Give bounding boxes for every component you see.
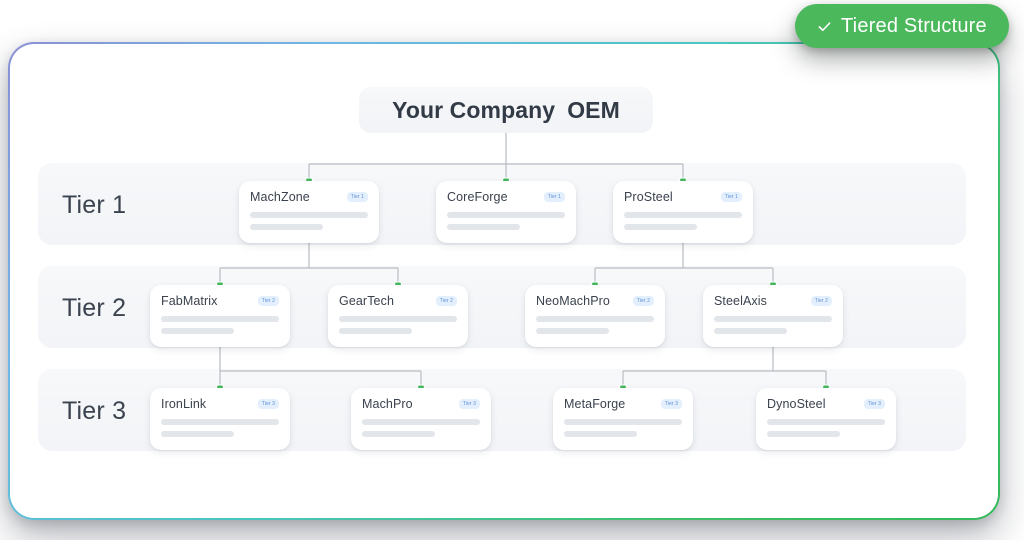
placeholder-bar [161, 431, 235, 437]
placeholder-bar [714, 316, 832, 322]
root-node[interactable]: Your Company OEM [359, 87, 653, 133]
card-metaforge-name: MetaForge [564, 397, 626, 411]
card-dynosteel[interactable]: DynoSteel Tier 3 [756, 388, 896, 450]
card-machpro-name: MachPro [362, 397, 413, 411]
card-steelaxis-tier-tag: Tier 2 [810, 296, 832, 306]
tier-2-label: Tier 2 [62, 294, 127, 322]
card-machzone-tier-tag: Tier 1 [346, 192, 368, 202]
card-dynosteel-tier-tag: Tier 3 [863, 399, 885, 409]
card-fabmatrix-tier-tag: Tier 2 [257, 296, 279, 306]
placeholder-bar [536, 328, 610, 334]
card-metaforge[interactable]: MetaForge Tier 3 [553, 388, 693, 450]
placeholder-bar [624, 212, 742, 218]
placeholder-bar [362, 431, 436, 437]
card-coreforge[interactable]: CoreForge Tier 1 [436, 181, 576, 243]
card-geartech[interactable]: GearTech Tier 2 [328, 285, 468, 347]
check-icon [818, 21, 831, 31]
card-coreforge-name: CoreForge [447, 190, 508, 204]
card-geartech-name: GearTech [339, 294, 394, 308]
placeholder-bar [362, 419, 480, 425]
card-steelaxis-name: SteelAxis [714, 294, 768, 308]
card-prosteel-name: ProSteel [624, 190, 673, 204]
card-fabmatrix-name: FabMatrix [161, 294, 218, 308]
card-dynosteel-name: DynoSteel [767, 397, 826, 411]
card-coreforge-tier-tag: Tier 1 [543, 192, 565, 202]
tier-1-label: Tier 1 [62, 191, 127, 219]
placeholder-bar [536, 316, 654, 322]
card-machzone-name: MachZone [250, 190, 310, 204]
card-machpro[interactable]: MachPro Tier 3 [351, 388, 491, 450]
placeholder-bar [447, 224, 521, 230]
placeholder-bar [250, 224, 324, 230]
card-ironlink-tier-tag: Tier 3 [257, 399, 279, 409]
tier-3-label: Tier 3 [62, 397, 127, 425]
card-ironlink[interactable]: IronLink Tier 3 [150, 388, 290, 450]
placeholder-bar [161, 328, 235, 334]
card-prosteel[interactable]: ProSteel Tier 1 [613, 181, 753, 243]
diagram-panel-border: Your Company OEM Tier 1 Tier 2 Tier 3 Ma… [8, 42, 1000, 520]
card-metaforge-tier-tag: Tier 3 [660, 399, 682, 409]
placeholder-bar [564, 419, 682, 425]
card-steelaxis[interactable]: SteelAxis Tier 2 [703, 285, 843, 347]
root-company-type: OEM [567, 96, 620, 123]
placeholder-bar [250, 212, 368, 218]
tiered-structure-badge-label: Tiered Structure [841, 14, 987, 37]
placeholder-bar [767, 419, 885, 425]
placeholder-bar [564, 431, 638, 437]
placeholder-bar [714, 328, 788, 334]
card-geartech-tier-tag: Tier 2 [435, 296, 457, 306]
placeholder-bar [161, 316, 279, 322]
placeholder-bar [339, 328, 413, 334]
diagram-panel: Your Company OEM Tier 1 Tier 2 Tier 3 Ma… [10, 44, 998, 518]
root-company-name: Your Company [392, 96, 556, 123]
card-fabmatrix[interactable]: FabMatrix Tier 2 [150, 285, 290, 347]
card-machzone[interactable]: MachZone Tier 1 [239, 181, 379, 243]
placeholder-bar [624, 224, 698, 230]
placeholder-bar [767, 431, 841, 437]
card-neomachpro-name: NeoMachPro [536, 294, 610, 308]
card-ironlink-name: IronLink [161, 397, 207, 411]
placeholder-bar [447, 212, 565, 218]
card-machpro-tier-tag: Tier 3 [458, 399, 480, 409]
card-neomachpro[interactable]: NeoMachPro Tier 2 [525, 285, 665, 347]
card-neomachpro-tier-tag: Tier 2 [632, 296, 654, 306]
placeholder-bar [339, 316, 457, 322]
card-prosteel-tier-tag: Tier 1 [720, 192, 742, 202]
placeholder-bar [161, 419, 279, 425]
tiered-structure-badge[interactable]: Tiered Structure [795, 4, 1009, 48]
